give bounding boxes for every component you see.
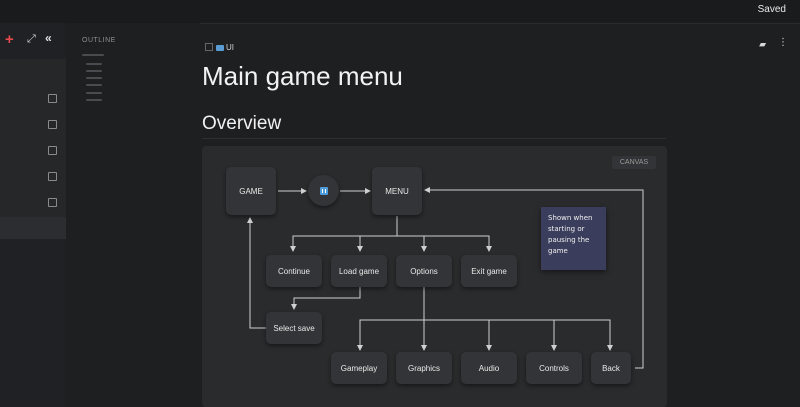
canvas-block[interactable]: CANVAS GAME MENU Shown when starting or … (202, 146, 667, 407)
node-label: Options (410, 266, 438, 276)
node-pause[interactable] (308, 175, 339, 206)
outline-entry[interactable] (86, 70, 102, 72)
page-title: Main game menu (202, 61, 403, 91)
connector-lines (247, 187, 644, 369)
outline-entry[interactable] (86, 77, 102, 79)
outline-panel: OUTLINE (66, 23, 200, 407)
node-label: Exit game (471, 266, 507, 276)
breadcrumb-label: UI (226, 43, 234, 52)
checkbox-icon (205, 43, 213, 51)
collapse-sidebar-icon[interactable]: « (45, 31, 52, 45)
monitor-icon (216, 45, 224, 51)
node-options[interactable]: Options (396, 255, 452, 287)
node-graphics[interactable]: Graphics (396, 352, 452, 384)
page-icon[interactable] (48, 120, 57, 129)
plus-icon[interactable]: + (5, 31, 14, 48)
breadcrumb[interactable]: UI (205, 43, 234, 52)
more-vertical-icon[interactable]: ⋮ (778, 37, 788, 48)
outline-entry[interactable] (86, 63, 102, 65)
node-label: Graphics (407, 363, 440, 373)
node-label: GAME (239, 186, 263, 196)
node-label: Gameplay (340, 363, 378, 373)
outline-title: OUTLINE (82, 37, 116, 44)
sticky-note[interactable]: Shown when starting or pausing the game (541, 207, 606, 270)
node-load-game[interactable]: Load game (331, 255, 387, 287)
outline-entry[interactable] (86, 92, 102, 94)
section-heading: Overview (202, 113, 282, 134)
top-bar: Saved (0, 0, 800, 24)
node-select-save[interactable]: Select save (266, 312, 322, 344)
save-status: Saved (757, 4, 786, 15)
node-label: Back (602, 363, 620, 373)
expand-icon[interactable]: ⤢ (27, 33, 36, 45)
outline-entry[interactable] (82, 54, 104, 56)
node-controls[interactable]: Controls (526, 352, 582, 384)
sidebar-item-selected[interactable] (0, 217, 66, 239)
node-label: MENU (385, 186, 409, 196)
node-game[interactable]: GAME (226, 167, 276, 215)
node-label: Audio (478, 363, 500, 373)
divider (202, 138, 666, 139)
page-icon[interactable] (48, 146, 57, 155)
node-back[interactable]: Back (591, 352, 631, 384)
node-label: Select save (273, 323, 315, 333)
left-sidebar: + ⤢ « (0, 23, 66, 407)
node-label: Continue (277, 266, 311, 276)
canvas-badge: CANVAS (612, 156, 656, 169)
node-exit-game[interactable]: Exit game (461, 255, 517, 287)
sidebar-toolbar: + ⤢ « (0, 23, 66, 59)
page-icon[interactable] (48, 94, 57, 103)
node-label: Controls (539, 363, 569, 373)
node-gameplay[interactable]: Gameplay (331, 352, 387, 384)
outline-entry[interactable] (86, 84, 102, 86)
node-menu[interactable]: MENU (372, 167, 422, 215)
comment-icon[interactable]: ▰ (759, 39, 766, 49)
node-continue[interactable]: Continue (266, 255, 322, 287)
page-icon[interactable] (48, 172, 57, 181)
page-icon[interactable] (48, 198, 57, 207)
pause-icon (319, 186, 328, 195)
outline-entry[interactable] (86, 99, 102, 101)
node-label: Load game (338, 266, 380, 276)
node-audio[interactable]: Audio (461, 352, 517, 384)
sidebar-list (0, 59, 66, 239)
main-content: UI ▰ ⋮ Main game menu Overview (200, 23, 800, 407)
